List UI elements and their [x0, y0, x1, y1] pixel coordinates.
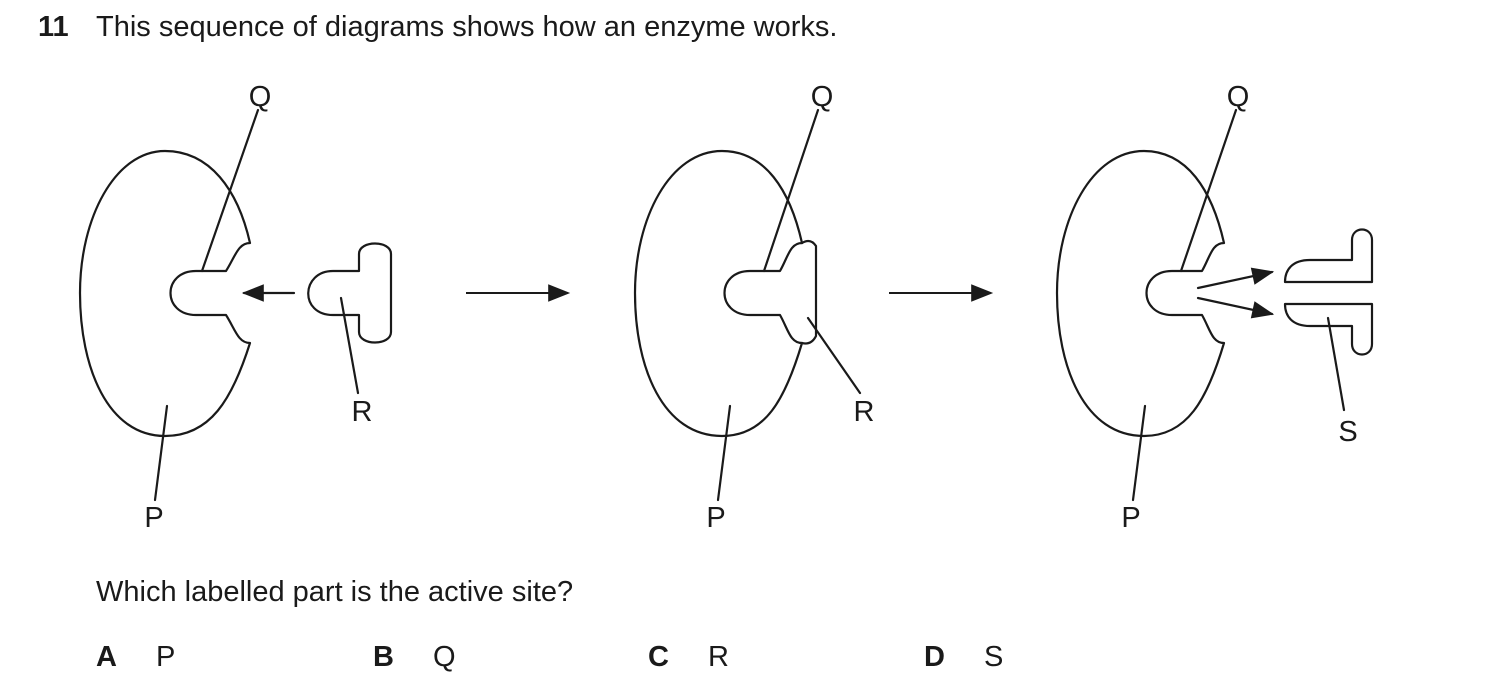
leader-p-2 — [716, 404, 732, 502]
panel-3 — [1055, 108, 1374, 502]
substrate-1 — [307, 242, 393, 344]
leader-p-3 — [1131, 404, 1147, 502]
enzyme-2 — [633, 149, 804, 438]
leader-q-2 — [762, 108, 820, 273]
option-d-letter: D — [924, 641, 945, 673]
question-number: 11 — [38, 11, 69, 43]
substrate-2 — [800, 239, 818, 345]
release-arrow-lower — [1196, 296, 1275, 319]
label-r-1: R — [352, 396, 373, 428]
leader-q-3 — [1179, 108, 1238, 273]
panel-2 — [633, 108, 862, 502]
enzyme-diagram: Q P R Q P R Q P S — [78, 81, 1374, 534]
option-a-value: P — [156, 641, 176, 673]
release-arrow-upper — [1196, 267, 1275, 290]
option-b-value: Q — [433, 641, 456, 673]
question-stem: This sequence of diagrams shows how an e… — [96, 11, 838, 43]
label-p-1: P — [144, 502, 163, 534]
leader-r-1 — [339, 296, 360, 395]
panel-1 — [78, 108, 393, 502]
product-lower — [1283, 302, 1374, 356]
label-p-2: P — [706, 502, 725, 534]
label-s-3: S — [1338, 416, 1357, 448]
option-a-letter: A — [96, 641, 117, 673]
option-c-letter: C — [648, 641, 669, 673]
option-d-value: S — [984, 641, 1004, 673]
label-q-1: Q — [249, 81, 272, 113]
leader-p-1 — [153, 404, 169, 502]
question-prompt: Which labelled part is the active site? — [96, 576, 574, 608]
leader-q-1 — [200, 108, 260, 273]
label-p-3: P — [1121, 502, 1140, 534]
label-q-2: Q — [811, 81, 834, 113]
enzyme-3 — [1055, 149, 1226, 438]
label-r-2: R — [854, 396, 875, 428]
product-upper — [1283, 228, 1374, 284]
option-c-value: R — [708, 641, 729, 673]
leader-s-3 — [1326, 316, 1346, 412]
enzyme-1 — [78, 149, 252, 438]
option-b-letter: B — [373, 641, 394, 673]
label-q-3: Q — [1227, 81, 1250, 113]
leader-r-2 — [806, 316, 862, 395]
